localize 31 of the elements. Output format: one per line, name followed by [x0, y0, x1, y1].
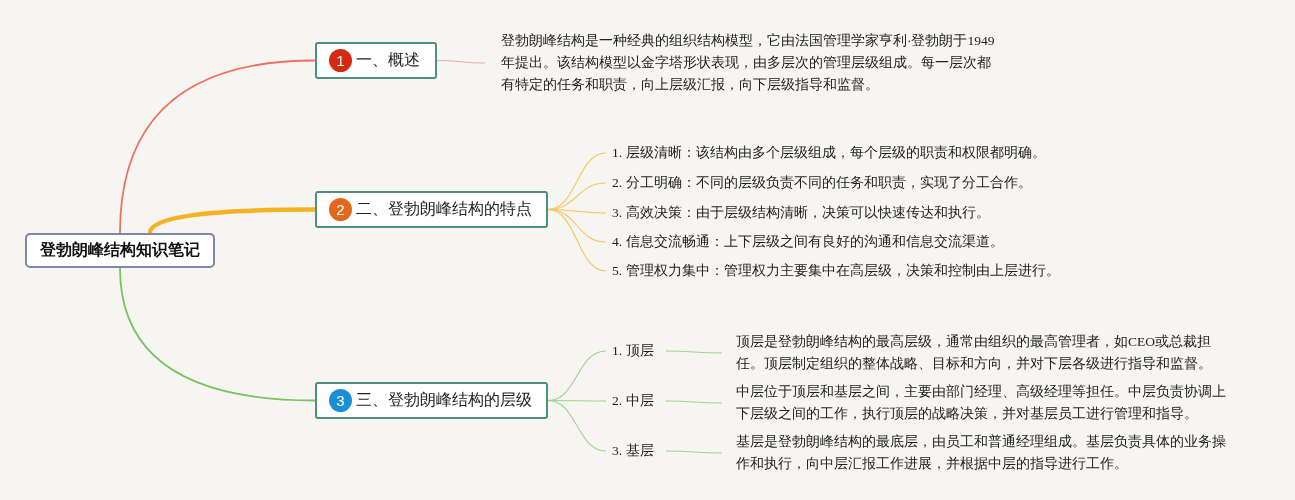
note-text: 顶层是登勃朗峰结构的最高层级，通常由组织的最高管理者，如CEO或总裁担任。顶层制定组织的整体战略、目标和方向，并对下层各级进行指导和监督。: [736, 333, 1213, 373]
number-badge: 3: [329, 389, 352, 412]
topic-box: [315, 42, 437, 79]
topic-label: 一、概述: [356, 50, 420, 70]
note-text: 2. 中层: [612, 392, 654, 410]
note-text: 5. 管理权力集中：管理权力主要集中在高层级，决策和控制由上层进行。: [612, 262, 1060, 280]
topic-label: 二、登勃朗峰结构的特点: [356, 199, 532, 219]
branch-line: [665, 350, 723, 354]
note-text: 3. 基层: [612, 442, 654, 460]
note-text: 1. 顶层: [612, 342, 654, 360]
note-text: 3. 高效决策：由于层级结构清晰，决策可以快速传达和执行。: [612, 204, 990, 222]
note-text: 登勃朗峰结构是一种经典的组织结构模型，它由法国管理学家亨利·登勃朗于1949年提出。该结构模型以金字塔形状表现，由多层次的管理层级组成。每一层次都有特定的任务和职责，向上层级汇报，向下层级指导和监督。: [501, 32, 996, 94]
branch-line: [547, 399, 607, 452]
root-topic-box: 登勃朗峰结构知识笔记: [25, 233, 215, 268]
branch-line: [119, 59, 316, 234]
topic-box: [315, 382, 548, 419]
branch-line: [665, 400, 723, 404]
branch-line: [547, 208, 607, 272]
note-text: 4. 信息交流畅通：上下层级之间有良好的沟通和信息交流渠道。: [612, 233, 1004, 251]
topic-label: 三、登勃朗峰结构的层级: [356, 390, 532, 410]
branch-line: [119, 267, 316, 402]
number-badge: 1: [329, 49, 352, 72]
note-text: 1. 层级清晰：该结构由多个层级组成，每个层级的职责和权限都明确。: [612, 144, 1046, 162]
note-text: 中层位于顶层和基层之间，主要由部门经理、高级经理等担任。中层负责协调上下层级之间的工作，执行顶层的战略决策，并对基层员工进行管理和指导。: [736, 383, 1227, 423]
number-badge: 2: [329, 198, 352, 221]
branch-line: [665, 450, 723, 454]
branch-line: [147, 207, 315, 234]
note-text: 基层是登勃朗峰结构的最底层，由员工和普通经理组成。基层负责具体的业务操作和执行，向中层汇报工作进展，并根据中层的指导进行工作。: [736, 433, 1227, 473]
note-text: 2. 分工明确：不同的层级负责不同的任务和职责，实现了分工合作。: [612, 174, 1032, 192]
topic-box: [315, 191, 548, 228]
branch-line: [436, 59, 486, 64]
